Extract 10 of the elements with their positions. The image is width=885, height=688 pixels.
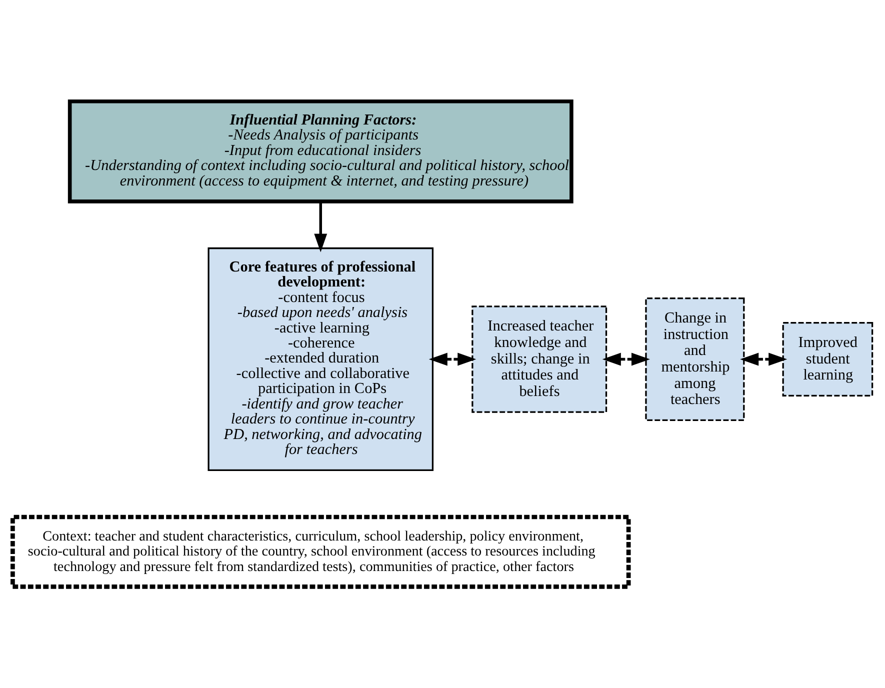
arrow: [428, 352, 476, 366]
arrow: [740, 352, 788, 366]
arrow: [314, 202, 328, 252]
node-box: Change in instruction and mentorship among teachers: [645, 297, 745, 421]
arrow: [602, 352, 650, 366]
node-box: Context: teacher and student characteristics, curriculum, school leadership, policy environment, socio-cultural and political history of the country, school environment (access to resources including technology and pressure felt from standardized tests), communities of practice, other factors: [10, 514, 631, 589]
node-box: Core features of professional development: -content focus -based upon needs' analysis -active learning -coherence -extended duration -collective and collaborative participation in CoPs -identify and grow teacher leaders to continue in-country PD, networking, and advocating for teachers: [208, 247, 434, 472]
node-box: Influential Planning Factors: -Needs Analysis of participants -Input from educational insiders -Understanding of context including socio-cultural and political history, school environment (access to equipment & internet, and testing pressure): [68, 99, 574, 204]
node-box: Improved student learning: [782, 322, 874, 396]
node-box: Increased teacher knowledge and skills; change in attitudes and beliefs: [472, 306, 608, 413]
